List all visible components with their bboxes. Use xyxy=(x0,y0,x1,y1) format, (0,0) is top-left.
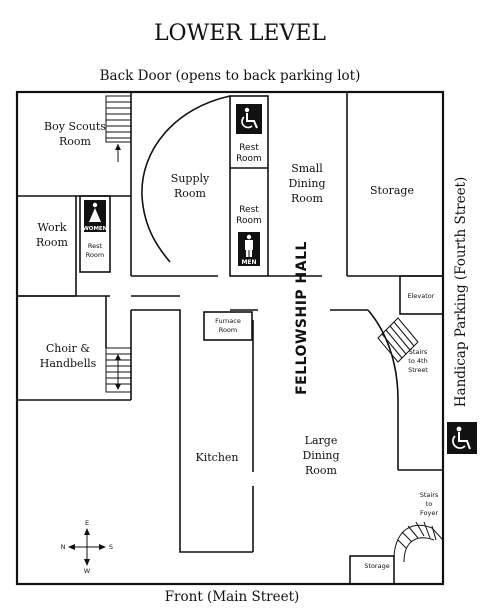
compass-east: E xyxy=(85,519,89,527)
furnace-room-label: Furnace xyxy=(215,317,241,325)
work-room-label-2: Room xyxy=(36,236,69,249)
small-rest-room-label-2: Room xyxy=(86,251,105,259)
stairs-to-4th-street xyxy=(377,317,419,363)
choir-handbells-label-2: Handbells xyxy=(40,357,97,370)
compass-south: S xyxy=(109,543,113,551)
large-dining-room-label: Large xyxy=(305,434,338,447)
stairs-choir xyxy=(105,347,132,393)
men-sign-label: MEN xyxy=(241,259,256,266)
boy-scouts-room-label: Boy Scouts xyxy=(44,120,106,133)
compass-north: N xyxy=(61,543,66,551)
men-restroom-icon: MEN xyxy=(238,232,260,266)
choir-handbells-label: Choir & xyxy=(46,342,90,355)
small-dining-room-label-3: Room xyxy=(291,192,324,205)
supply-room-label: Supply xyxy=(171,172,210,185)
small-dining-room-label-2: Dining xyxy=(288,177,325,190)
stairs-foyer-label: Stairs xyxy=(420,491,439,499)
compass-icon: E W N S xyxy=(61,519,114,575)
wheelchair-icon xyxy=(236,104,262,134)
rest-room-men-label: Rest xyxy=(239,205,259,215)
room-labels: Boy Scouts Room Work Room Rest Room Supp… xyxy=(36,120,439,570)
boy-scouts-room-label-2: Room xyxy=(59,135,92,148)
large-dining-room-label-2: Dining xyxy=(302,449,339,462)
small-rest-room-label: Rest xyxy=(88,242,103,250)
women-restroom-icon: WOMEN xyxy=(83,200,108,232)
stairs-4th-label-3: Street xyxy=(408,366,428,374)
handicap-parking-label: Handicap Parking (Fourth Street) xyxy=(453,177,469,408)
front-label: Front (Main Street) xyxy=(165,589,300,605)
page-title: LOWER LEVEL xyxy=(154,21,326,46)
interior-walls xyxy=(17,92,444,585)
elevator-label: Elevator xyxy=(408,292,435,300)
large-dining-room-label-3: Room xyxy=(305,464,338,477)
furnace-room-label-2: Room xyxy=(219,326,238,334)
fellowship-hall-label: FELLOWSHIP HALL xyxy=(294,241,310,395)
rest-room-men-label-2: Room xyxy=(236,216,262,226)
storage-top-label: Storage xyxy=(370,184,414,197)
storage-bottom-label: Storage xyxy=(364,562,389,570)
women-sign-label: WOMEN xyxy=(83,226,108,232)
wheelchair-icon xyxy=(447,422,477,454)
stairs-foyer-label-3: Foyer xyxy=(420,509,438,517)
small-dining-room-label: Small xyxy=(291,162,323,175)
supply-room-label-2: Room xyxy=(174,187,207,200)
stairs-to-foyer xyxy=(397,521,437,549)
stairs-boy-scouts xyxy=(105,95,132,162)
compass-west: W xyxy=(84,567,91,575)
back-door-label: Back Door (opens to back parking lot) xyxy=(100,68,361,84)
stairs-4th-label-2: to 4th xyxy=(408,357,427,365)
kitchen-label: Kitchen xyxy=(196,451,239,464)
rest-room-top-label: Rest xyxy=(239,143,259,153)
rest-room-top-label-2: Room xyxy=(236,154,262,164)
work-room-label: Work xyxy=(37,221,66,234)
stairs-4th-label: Stairs xyxy=(409,348,428,356)
stairs-foyer-label-2: to xyxy=(426,500,433,508)
building-outline xyxy=(15,90,445,586)
